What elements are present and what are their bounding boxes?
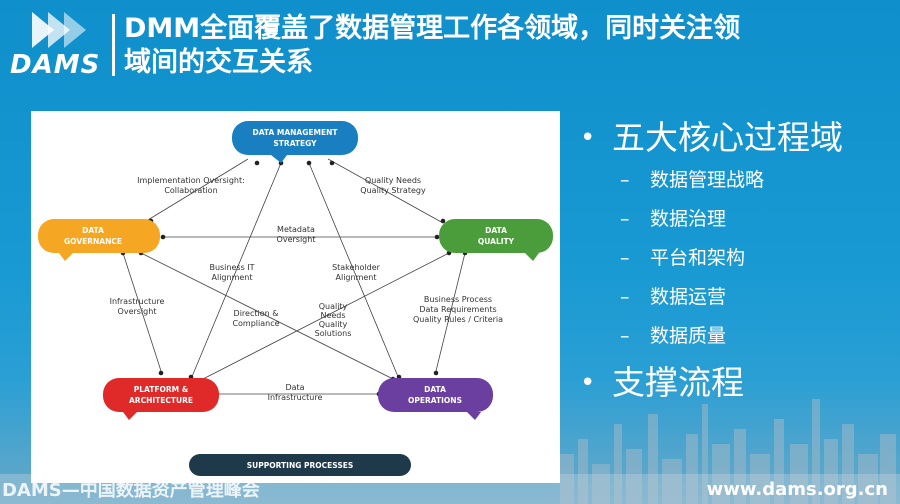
edge-meta-1: Metadata xyxy=(277,225,315,234)
quality-label-1: DATA xyxy=(485,226,507,235)
bullet-dot: • xyxy=(580,123,596,153)
edge-impl-1: Implementation Oversight: xyxy=(137,176,245,185)
edge-bp-1: Business Process xyxy=(424,295,492,304)
operations-label-1: DATA xyxy=(424,385,446,394)
edge-bit-2: Alignment xyxy=(212,273,253,282)
edge-qnqs-3: Quality xyxy=(319,320,348,329)
footer-website-link[interactable]: www.dams.org.cn xyxy=(706,479,888,500)
governance-label-2: GOVERNANCE xyxy=(64,237,122,246)
edge-infra-2: Oversight xyxy=(118,307,157,316)
supporting-label: SUPPORTING PROCESSES xyxy=(247,461,354,470)
governance-label-1: DATA xyxy=(82,226,104,235)
sub-item-quality: –数据质量 xyxy=(580,324,890,348)
edge-bp-3: Quality Rules / Criteria xyxy=(413,315,503,324)
double-arrow-icon xyxy=(32,12,86,48)
edge-bit-1: Business IT xyxy=(209,263,254,272)
edge-dir-2: Compliance xyxy=(232,319,279,328)
sub-item-text: 平台和架构 xyxy=(650,247,746,269)
edge-stake-1: Stakeholder xyxy=(332,263,381,272)
edge-bp-2: Data Requirements xyxy=(419,305,496,314)
strategy-label-2: STRATEGY xyxy=(273,139,317,148)
header-divider xyxy=(112,14,115,76)
title-line-2: 域间的交互关系 xyxy=(124,47,313,78)
slide-title: DMM全面覆盖了数据管理工作各领域，同时关注领 域间的交互关系 xyxy=(124,12,844,80)
node-data-operations: DATA OPERATIONS xyxy=(378,378,493,420)
bullet-text: 支撑流程 xyxy=(612,363,744,402)
title-line-1: DMM全面覆盖了数据管理工作各领域，同时关注领 xyxy=(124,13,741,44)
quality-label-2: QUALITY xyxy=(478,237,515,246)
edge-stake-2: Alignment xyxy=(336,273,377,282)
sub-item-text: 数据质量 xyxy=(650,325,727,347)
sub-item-text: 数据运营 xyxy=(650,286,727,308)
edge-qnqs-4: Solutions xyxy=(315,329,352,338)
footer-summit-name: DAMS—中国数据资产管理峰会 xyxy=(2,480,260,501)
edge-dir-1: Direction & xyxy=(234,309,279,318)
bullet-text: 五大核心过程域 xyxy=(612,118,843,157)
edge-meta-2: Oversight xyxy=(277,235,316,244)
platform-label-1: PLATFORM & xyxy=(134,385,189,394)
sub-item-operations: –数据运营 xyxy=(580,285,890,309)
dams-logo: DAMS xyxy=(10,12,102,84)
sub-item-text: 数据治理 xyxy=(650,208,727,230)
edge-impl-2: Collaboration xyxy=(164,186,217,195)
dash: – xyxy=(620,247,630,269)
bullet-list: • 五大核心过程域 –数据管理战略 –数据治理 –平台和架构 –数据运营 –数据… xyxy=(580,118,890,413)
sub-bullet-list: –数据管理战略 –数据治理 –平台和架构 –数据运营 –数据质量 xyxy=(580,168,890,348)
node-data-management-strategy: DATA MANAGEMENT STRATEGY xyxy=(232,121,358,163)
diagram-connections xyxy=(122,158,466,395)
dash: – xyxy=(620,325,630,347)
edge-di-2: Infrastructure xyxy=(268,393,323,402)
edge-qns-2: Quality Strategy xyxy=(360,186,426,195)
edge-qnqs-2: Needs xyxy=(320,311,345,320)
dmm-diagram: DATA MANAGEMENT STRATEGY DATA GOVERNANCE… xyxy=(31,111,560,483)
dash: – xyxy=(620,208,630,230)
slide-header: DAMS DMM全面覆盖了数据管理工作各领域，同时关注领 域间的交互关系 xyxy=(0,0,900,90)
bullet-core-process-areas: • 五大核心过程域 xyxy=(580,118,890,158)
bullet-dot: • xyxy=(580,368,596,398)
edge-qnqs-1: Quality xyxy=(319,302,348,311)
logo-text: DAMS xyxy=(10,50,101,80)
platform-label-2: ARCHITECTURE xyxy=(129,396,193,405)
edge-qns-1: Quality Needs xyxy=(365,176,421,185)
bullet-supporting-processes: • 支撑流程 xyxy=(580,363,890,403)
edge-labels: Implementation Oversight: Collaboration … xyxy=(110,176,504,402)
node-platform-architecture: PLATFORM & ARCHITECTURE xyxy=(103,378,219,420)
dash: – xyxy=(620,169,630,191)
edge-di-1: Data xyxy=(285,383,304,392)
node-supporting-processes: SUPPORTING PROCESSES xyxy=(189,454,411,476)
dash: – xyxy=(620,286,630,308)
sub-item-text: 数据管理战略 xyxy=(650,169,765,191)
strategy-label-1: DATA MANAGEMENT xyxy=(252,128,338,137)
sub-item-strategy: –数据管理战略 xyxy=(580,168,890,192)
sub-item-governance: –数据治理 xyxy=(580,207,890,231)
operations-label-2: OPERATIONS xyxy=(408,396,462,405)
node-data-quality: DATA QUALITY xyxy=(439,219,553,261)
edge-infra-1: Infrastructure xyxy=(110,297,165,306)
diagram-dots xyxy=(120,160,468,397)
sub-item-platform: –平台和架构 xyxy=(580,246,890,270)
node-data-governance: DATA GOVERNANCE xyxy=(38,219,160,261)
